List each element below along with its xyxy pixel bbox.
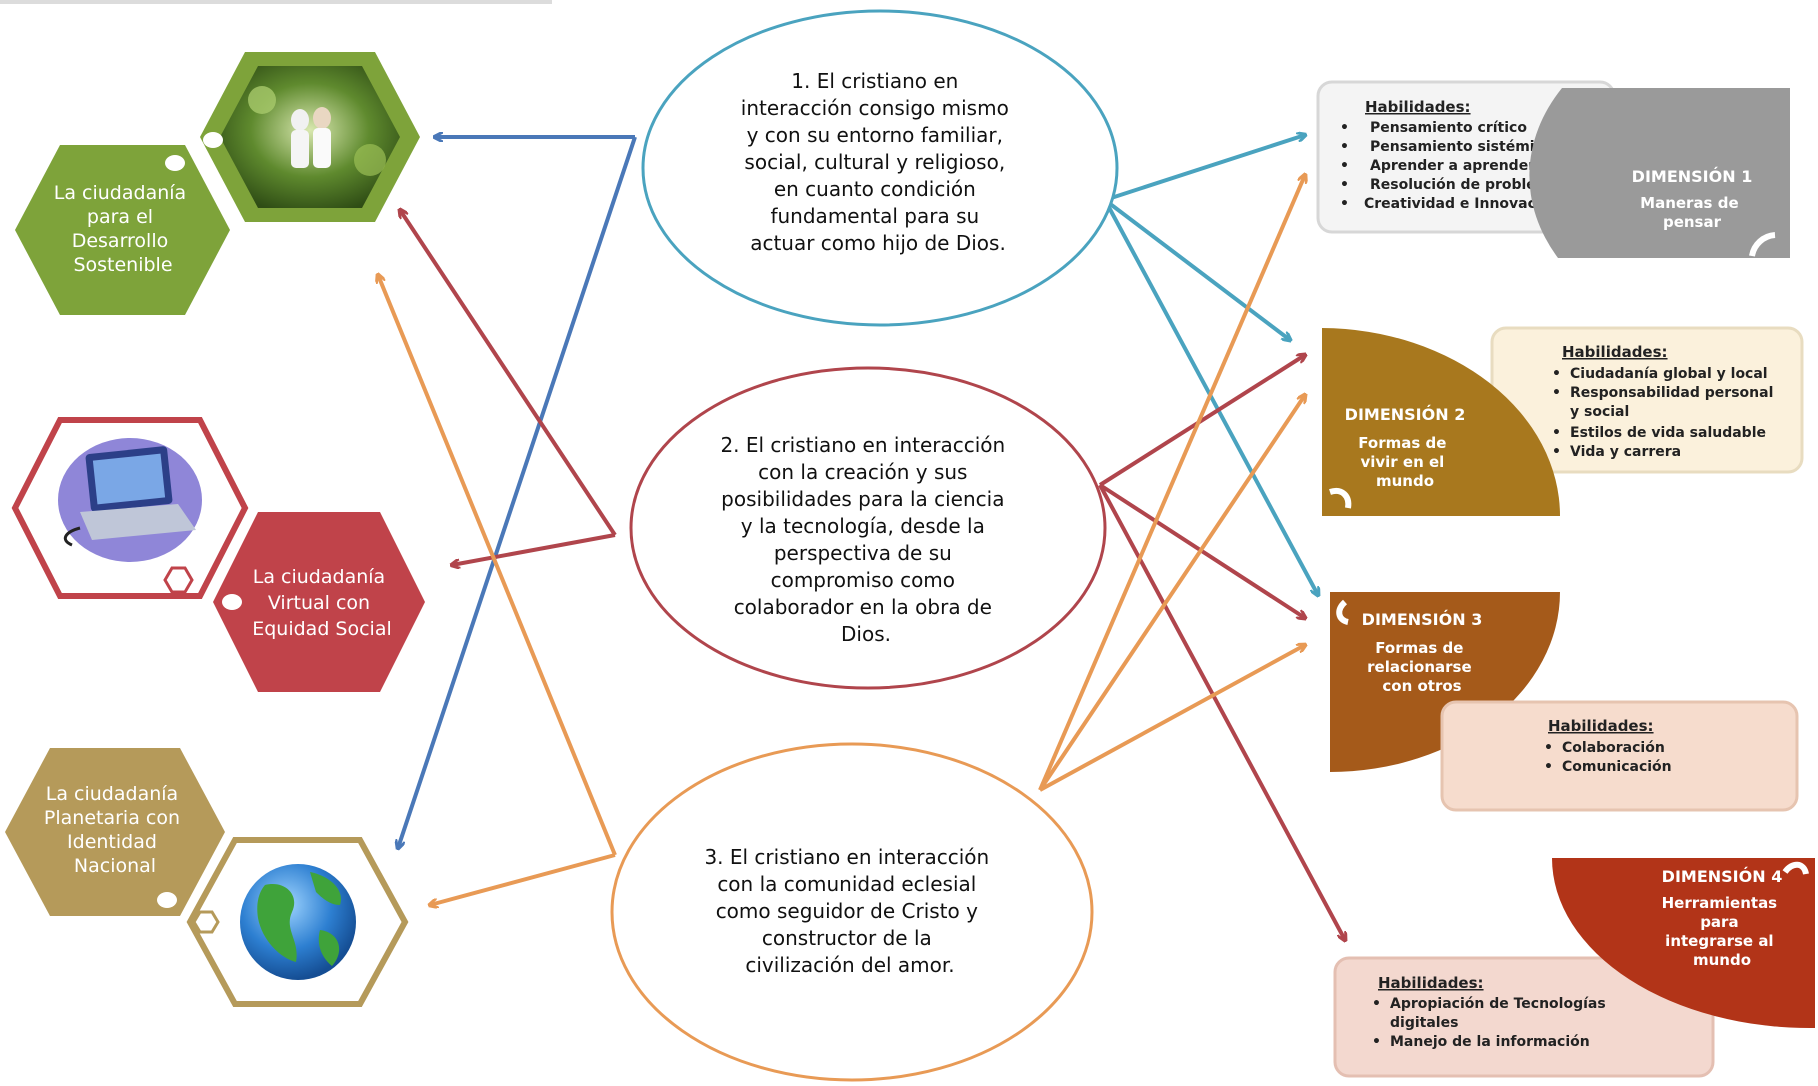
dimension-title: DIMENSIÓN 3 xyxy=(1362,610,1483,629)
arrow-orange xyxy=(378,275,617,856)
dimension-4-quarter xyxy=(1552,858,1815,1029)
arrow-red xyxy=(1098,484,1345,940)
dimension-3: DIMENSIÓN 3 Formas de relacionarse con o… xyxy=(1330,592,1799,812)
habilidades-title: Habilidades: xyxy=(1562,343,1668,361)
arrow-orange xyxy=(1038,395,1305,792)
curved-arrow-icon xyxy=(1329,488,1352,509)
interaccion-text: 2. El cristiano en interacción con la cr… xyxy=(720,433,1011,646)
garden-couple-photo xyxy=(220,66,400,208)
curved-arrow-icon xyxy=(1782,861,1809,875)
habilidades-title: Habilidades: xyxy=(1365,98,1471,116)
interaccion-text: 3. El cristiano en interacción con la co… xyxy=(704,845,995,977)
interaccion-2-oval: 2. El cristiano en interacción con la cr… xyxy=(629,366,1107,690)
arrow-red xyxy=(1098,483,1305,618)
habilidades-list: •Colaboración •Comunicación xyxy=(1544,740,1672,775)
habilidades-list: •Apropiación de Tecnologías digitales •M… xyxy=(1372,996,1611,1050)
globe-icon xyxy=(240,864,356,980)
arrow-orange xyxy=(430,853,616,905)
ciudadania-label: La ciudadanía para el Desarrollo Sosteni… xyxy=(54,182,192,276)
bubble-dot xyxy=(203,132,223,148)
arrow-orange xyxy=(1038,175,1305,791)
connector-arrows xyxy=(378,135,1345,940)
arrow-red xyxy=(400,210,617,537)
dimension-title: DIMENSIÓN 1 xyxy=(1632,167,1753,186)
couple-figures-icon xyxy=(248,86,386,176)
dimension-1-quarter xyxy=(1529,88,1790,258)
bubble-dot xyxy=(165,155,185,171)
dimension-subtitle: Herramientas para integrarse al mundo xyxy=(1662,894,1783,969)
laptop-icon xyxy=(58,438,202,562)
dimension-title: DIMENSIÓN 4 xyxy=(1662,867,1783,886)
arrow-red xyxy=(1098,355,1305,487)
ciudadania-virtual-equidad: La ciudadanía Virtual con Equidad Social xyxy=(11,417,425,692)
habilidades-list: •Pensamiento crítico •Pensamiento sistém… xyxy=(1340,120,1573,212)
dimension-2-quarter xyxy=(1322,328,1561,516)
ciudadania-planetaria: La ciudadanía Planetaria con Identidad N… xyxy=(5,748,409,1007)
bubble-dot xyxy=(222,594,242,610)
dimension-subtitle: Maneras de pensar xyxy=(1640,194,1744,231)
habilidades-list: •Ciudadanía global y local •Responsabili… xyxy=(1552,366,1778,460)
dimension-subtitle: Formas de vivir en el mundo xyxy=(1358,434,1451,490)
arrow-blue xyxy=(398,136,637,848)
arrow-teal xyxy=(1104,135,1305,202)
dimension-4: Habilidades: •Apropiación de Tecnologías… xyxy=(1333,858,1815,1078)
habilidades-title: Habilidades: xyxy=(1548,717,1654,735)
dimension-subtitle: Formas de relacionarse con otros xyxy=(1367,639,1477,695)
ciudadania-desarrollo-sostenible: La ciudadanía para el Desarrollo Sosteni… xyxy=(15,52,420,315)
interaccion-3-oval: 3. El cristiano en interacción con la co… xyxy=(610,742,1094,1082)
curved-arrow-icon xyxy=(1749,232,1776,257)
interaccion-text: 1. El cristiano en interacción consigo m… xyxy=(741,69,1015,255)
dimension-3-quarter xyxy=(1330,592,1560,772)
arrow-teal xyxy=(1103,198,1290,340)
bubble-dot xyxy=(157,892,177,908)
interaccion-1-oval: 1. El cristiano en interacción consigo m… xyxy=(641,9,1119,327)
top-border-strip xyxy=(0,0,552,4)
arrow-red xyxy=(452,533,616,565)
habilidades-title: Habilidades: xyxy=(1378,974,1484,992)
ciudadania-label: La ciudadanía Planetaria con Identidad N… xyxy=(44,783,186,877)
dimension-1: Habilidades: •Pensamiento crítico •Pensa… xyxy=(1316,80,1790,258)
dimension-2: Habilidades: •Ciudadanía global y local … xyxy=(1322,326,1804,516)
dimension-title: DIMENSIÓN 2 xyxy=(1345,405,1466,424)
arrow-teal xyxy=(1103,199,1318,595)
curved-arrow-icon xyxy=(1336,599,1349,625)
ciudadania-label: La ciudadanía Virtual con Equidad Social xyxy=(252,566,392,640)
arrow-orange xyxy=(1039,645,1305,792)
